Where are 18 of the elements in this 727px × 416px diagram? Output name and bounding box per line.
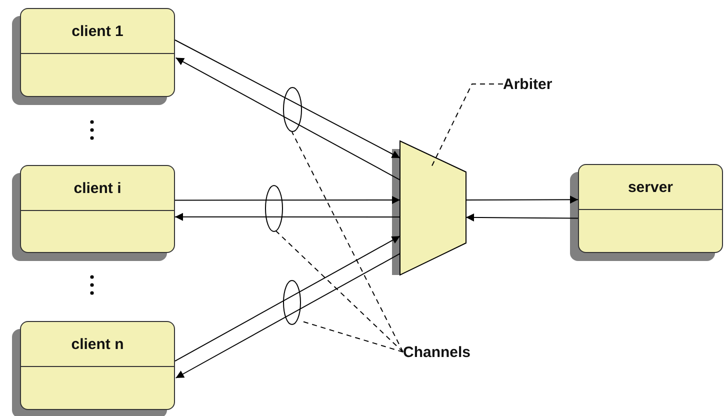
leader-line: [430, 84, 504, 168]
arrow: [175, 57, 400, 180]
arrow: [175, 253, 400, 378]
arrow: [174, 196, 400, 204]
component-title: client n: [71, 336, 124, 352]
component-title: client i: [74, 180, 122, 196]
leader-line: [292, 132, 404, 352]
component-title: client 1: [72, 22, 124, 40]
arrow: [466, 196, 578, 204]
arrow: [466, 213, 578, 222]
leader-line: [300, 320, 404, 352]
arrow: [174, 40, 400, 158]
arrow: [174, 236, 400, 362]
leader-line: [276, 230, 404, 352]
arrow: [174, 212, 400, 221]
component-title: server: [628, 178, 674, 196]
callout-label: Channels: [403, 344, 471, 360]
callout-label: Arbiter: [503, 76, 552, 92]
